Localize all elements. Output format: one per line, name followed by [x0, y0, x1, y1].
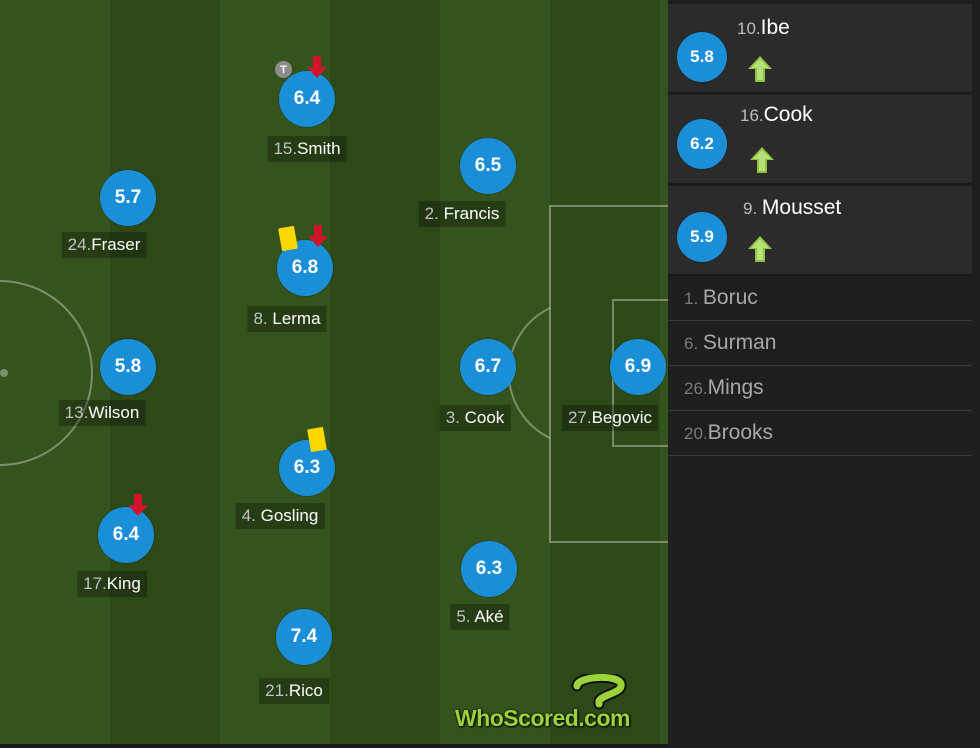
player-name-label: 9. Mousset: [743, 196, 842, 219]
center-spot: [0, 369, 8, 377]
player-rating: 6.3: [461, 541, 517, 597]
player-name-label: 21.Rico: [259, 678, 329, 704]
unused-substitute-row[interactable]: 6. Surman: [668, 321, 972, 366]
player-rating: 5.8: [100, 339, 156, 395]
player-name-label: 24.Fraser: [61, 232, 147, 258]
player-rating: 5.8: [677, 32, 727, 82]
question-mark-icon: [571, 674, 627, 710]
player-name-label: 13.Wilson: [58, 400, 146, 426]
substitutes-panel: 5.8 10.Ibe 6.2 16.Cook 5.9 9. Mousset 1.…: [668, 0, 980, 748]
player-rating: 5.9: [677, 212, 727, 262]
unused-substitute-row[interactable]: 1. Boruc: [668, 276, 972, 321]
player-name-label: 20.Brooks: [684, 421, 773, 444]
player-rating: 5.7: [100, 170, 156, 226]
player-rating: 6.2: [677, 119, 727, 169]
player-rating: 6.4: [279, 71, 335, 127]
substitute-row-ibe[interactable]: 5.8 10.Ibe: [668, 4, 972, 94]
player-rating: 6.4: [98, 507, 154, 563]
unused-substitute-row[interactable]: 20.Brooks: [668, 411, 972, 456]
player-name-label: 6. Surman: [684, 331, 777, 354]
player-rating: 6.7: [460, 339, 516, 395]
whoscored-logo: WhoScored.com: [455, 674, 655, 738]
substitute-row-mousset[interactable]: 5.9 9. Mousset: [668, 186, 972, 276]
pitch-markings: [0, 205, 668, 543]
down-arrow-icon: [307, 56, 327, 78]
player-name-label: 5. Aké: [450, 604, 510, 630]
player-name-label: 8. Lerma: [247, 306, 327, 332]
pitch: 6.4 15.Smith T 5.7 24.Fraser 6.8 8. Lerm…: [0, 0, 668, 744]
player-name-label: 15.Smith: [267, 136, 347, 162]
player-name-label: 16.Cook: [740, 103, 813, 126]
player-name-label: 10.Ibe: [737, 16, 790, 39]
injury-icon: T: [275, 61, 292, 78]
player-name-label: 3. Cook: [439, 405, 511, 431]
unused-substitute-row[interactable]: 26.Mings: [668, 366, 972, 411]
up-arrow-icon: [748, 56, 772, 82]
player-name-label: 2. Francis: [418, 201, 506, 227]
center-circle: [0, 280, 93, 466]
player-name-label: 27.Begovic: [561, 405, 659, 431]
logo-text: WhoScored.com: [455, 705, 630, 731]
substitute-row-cook[interactable]: 6.2 16.Cook: [668, 95, 972, 185]
player-rating: 7.4: [276, 609, 332, 665]
player-name-label: 4. Gosling: [235, 503, 325, 529]
down-arrow-icon: [308, 225, 328, 247]
up-arrow-icon: [750, 147, 774, 173]
player-name-label: 17.King: [77, 571, 147, 597]
player-name-label: 26.Mings: [684, 376, 764, 399]
player-rating: 6.5: [460, 138, 516, 194]
penalty-box: [549, 205, 668, 543]
up-arrow-icon: [748, 236, 772, 262]
player-rating: 6.9: [610, 339, 666, 395]
down-arrow-icon: [128, 494, 148, 516]
player-name-label: 1. Boruc: [684, 286, 758, 309]
